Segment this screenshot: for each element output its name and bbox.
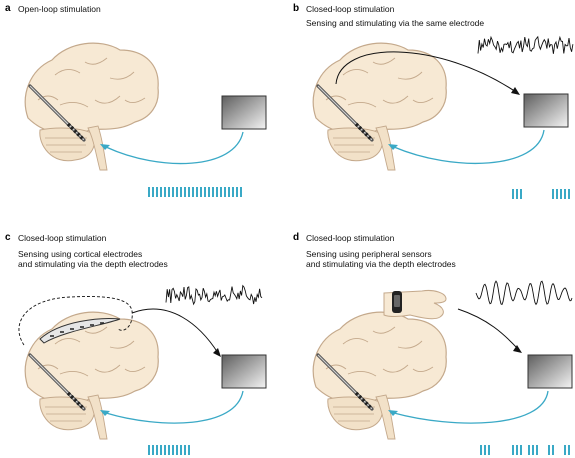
wrist-sensor-hand [383, 290, 447, 320]
panel-letter: d [293, 232, 300, 243]
panel-a: a Open-loop stimulation [0, 0, 287, 229]
feedback-arrow [100, 390, 244, 424]
cortical-electrode-strip [39, 318, 121, 344]
panel-d: d Closed-loop stimulation Sensing using … [288, 229, 575, 458]
recorded-signal [475, 280, 573, 306]
panel-title: Closed-loop stimulation [306, 4, 395, 14]
panel-a-art [24, 42, 267, 197]
brain-illustration [312, 42, 447, 171]
panel-subtitle: and stimulating via the depth electrodes [306, 259, 456, 269]
feedback-arrow [100, 131, 244, 165]
depth-electrode [28, 84, 86, 142]
panel-subtitle: Sensing using cortical electrodes [18, 249, 143, 259]
panel-title: Closed-loop stimulation [18, 233, 107, 243]
feedback-arrow [388, 129, 545, 165]
stimulator-device [221, 354, 267, 389]
panel-title: Closed-loop stimulation [306, 233, 395, 243]
stimulator-device [523, 93, 569, 128]
panel-b-art [312, 35, 574, 199]
panel-subtitle: Sensing and stimulating via the same ele… [306, 18, 485, 28]
sensing-arrow [131, 308, 221, 357]
panel-c-art [18, 284, 267, 455]
stim-pulses-a [146, 187, 242, 197]
stim-pulses-d [480, 445, 572, 455]
sensing-arrow [335, 51, 520, 95]
depth-electrode [28, 353, 86, 411]
stim-pulses-b [510, 189, 572, 199]
panel-letter: b [293, 3, 300, 14]
panel-c: c Closed-loop stimulation Sensing using … [0, 229, 287, 458]
sensing-arrow [457, 308, 522, 353]
stimulator-device [527, 354, 573, 389]
recorded-signal [165, 284, 263, 306]
panel-letter: a [5, 3, 11, 14]
panel-title: Open-loop stimulation [18, 4, 101, 14]
panel-letter: c [5, 232, 11, 243]
recorded-signal [477, 35, 574, 54]
panel-d-art [312, 280, 573, 455]
depth-electrode [316, 84, 374, 142]
brain-illustration [24, 42, 159, 171]
dashed-lead [18, 296, 133, 346]
stim-pulses-c [146, 445, 192, 455]
panel-subtitle: and stimulating via the depth electrodes [18, 259, 168, 269]
stimulator-device [221, 95, 267, 130]
feedback-arrow [388, 390, 549, 424]
panel-subtitle: Sensing using peripheral sensors [306, 249, 432, 259]
panel-b: b Closed-loop stimulation Sensing and st… [288, 0, 575, 229]
depth-electrode [316, 353, 374, 411]
